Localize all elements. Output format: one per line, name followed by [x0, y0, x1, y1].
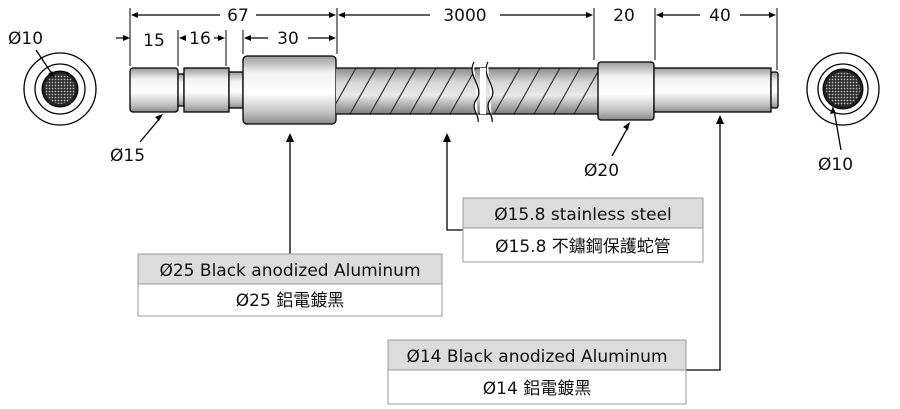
- callout-right-shaft: Ø14 Black anodized Aluminum Ø14 鋁電鍍黑: [387, 339, 687, 405]
- callout-hose: Ø15.8 stainless steel Ø15.8 不鏽鋼保護蛇管: [462, 197, 704, 263]
- dim-16: 16: [189, 29, 211, 49]
- callout-hose-zh: Ø15.8 不鏽鋼保護蛇管: [495, 237, 671, 257]
- callout-right-shaft-en: Ø14 Black anodized Aluminum: [406, 347, 667, 367]
- right-shaft: [653, 67, 779, 113]
- dim-3000: 3000: [443, 6, 486, 26]
- dim-15: 15: [143, 31, 165, 51]
- dia-right-collar: Ø20: [584, 161, 619, 181]
- right-end-view: [806, 52, 880, 126]
- callout-leaders: [286, 115, 724, 371]
- left-sleeve: [242, 55, 337, 125]
- extension-lines: [129, 8, 778, 70]
- callout-right-shaft-zh: Ø14 鋁電鍍黑: [483, 378, 591, 399]
- left-end-view: [23, 52, 97, 126]
- left-fitting: [129, 67, 244, 113]
- callout-left-sleeve: Ø25 Black anodized Aluminum Ø25 鋁電鍍黑: [137, 253, 443, 317]
- right-collar: [597, 61, 655, 121]
- dia-right-end: Ø10: [818, 155, 853, 175]
- dim-20: 20: [613, 6, 635, 26]
- dim-67: 67: [227, 6, 249, 26]
- dimension-lines: [116, 12, 776, 41]
- callout-hose-en: Ø15.8 stainless steel: [494, 205, 672, 225]
- dim-40: 40: [709, 6, 731, 26]
- callout-left-sleeve-zh: Ø25 鋁電鍍黑: [236, 290, 344, 311]
- dia-left-shaft: Ø15: [110, 146, 145, 166]
- dim-30: 30: [277, 29, 299, 49]
- stainless-hose: [336, 61, 598, 123]
- dia-left-end: Ø10: [8, 29, 43, 49]
- callout-left-sleeve-en: Ø25 Black anodized Aluminum: [159, 261, 420, 281]
